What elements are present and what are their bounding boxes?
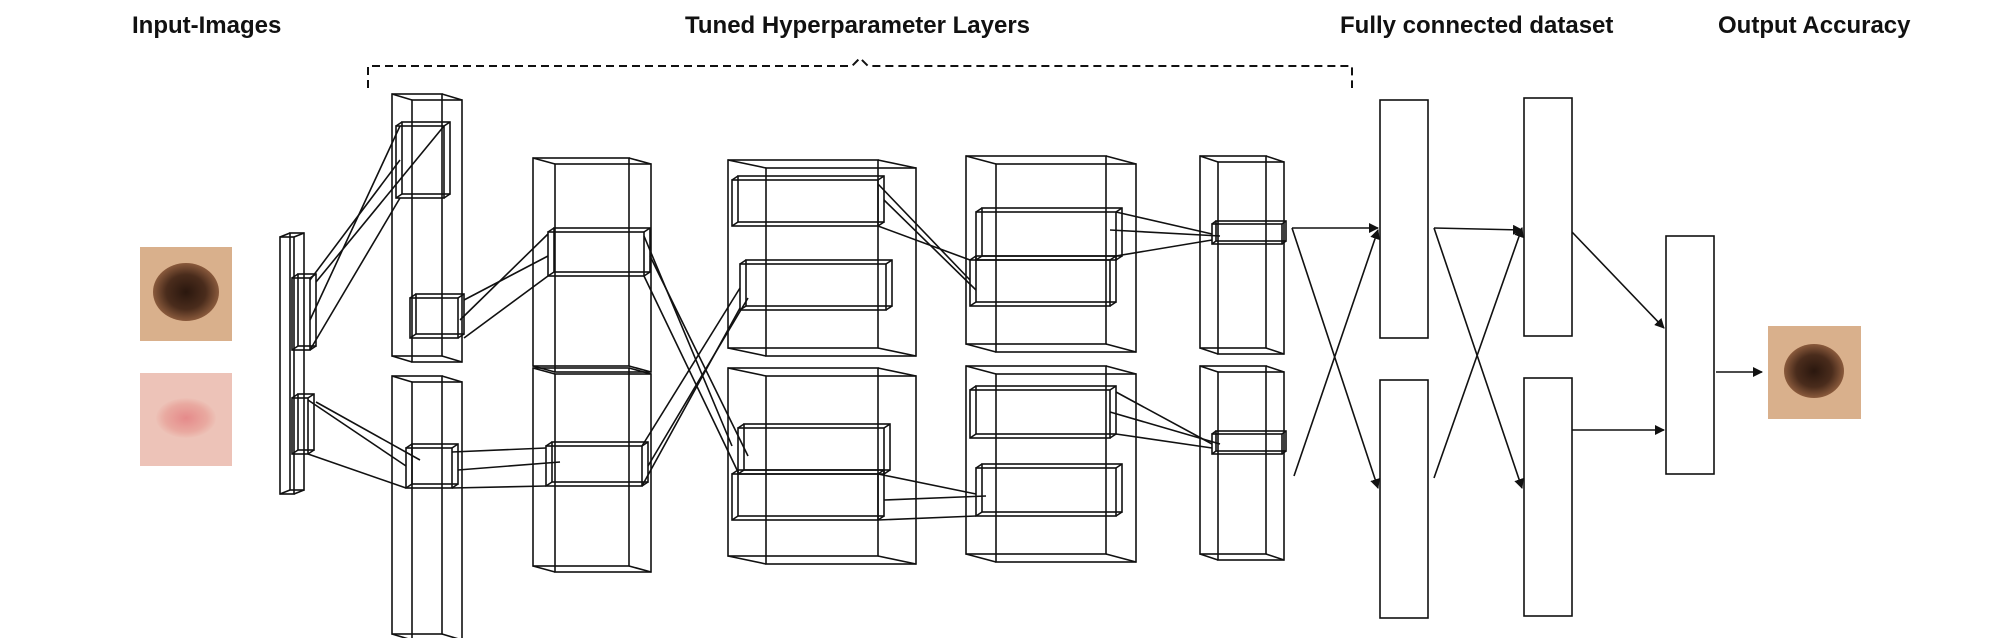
connection-line xyxy=(649,255,749,457)
connection-line xyxy=(1115,433,1213,449)
connection-line xyxy=(307,453,407,489)
conv3-bottom-kernel-b xyxy=(731,469,885,521)
connection-line xyxy=(315,401,421,461)
conv3-bottom-block xyxy=(727,367,917,565)
conv2-top-kernel xyxy=(547,227,651,277)
conv1-top-kernel-a xyxy=(395,121,451,199)
conv5-bottom-kernel xyxy=(1211,430,1287,455)
conv-layers xyxy=(279,93,1287,638)
conv4-top-block xyxy=(965,155,1137,353)
connection-line xyxy=(1109,229,1221,237)
conv2-bottom-kernel xyxy=(545,441,649,487)
fully-connected-layers xyxy=(1379,97,1715,619)
fc3-output-layer xyxy=(1665,235,1715,475)
output-mole-image xyxy=(1768,326,1861,419)
conv5-bottom-block xyxy=(1199,365,1285,561)
connection-line xyxy=(1433,227,1524,479)
conv1-top-kernel-b xyxy=(409,293,465,339)
conv5-top-block xyxy=(1199,155,1285,355)
connection-line xyxy=(647,297,749,467)
connection-line xyxy=(459,233,549,321)
conv4-top-kernel-a xyxy=(975,207,1123,261)
conv4-top-kernel-b xyxy=(969,255,1117,307)
connection-line xyxy=(1115,211,1213,235)
label-tuned-hyperparameter-layers: Tuned Hyperparameter Layers xyxy=(685,12,1031,39)
connection-line xyxy=(877,473,977,495)
label-fully-connected-dataset: Fully connected dataset xyxy=(1340,12,1614,39)
connection-line xyxy=(641,287,741,447)
connection-line xyxy=(463,275,549,339)
connection-line xyxy=(451,447,547,453)
conv4-bottom-kernel-b xyxy=(975,463,1123,517)
fc2-bottom-layer xyxy=(1523,377,1573,617)
connection-line xyxy=(643,235,733,447)
conv4-bottom-kernel-a xyxy=(969,385,1117,439)
connection-line xyxy=(451,485,547,489)
conv3-top-kernel-b xyxy=(739,259,893,311)
connection-line xyxy=(463,255,549,301)
kernel-input-bottom xyxy=(291,393,315,455)
connection-line xyxy=(877,515,977,521)
input-layer xyxy=(279,232,305,495)
fc1-bottom-layer xyxy=(1379,379,1429,619)
connection-line xyxy=(309,197,401,351)
fc2-top-layer xyxy=(1523,97,1573,337)
connection-line xyxy=(1433,227,1524,489)
connection-line xyxy=(883,495,987,501)
dashed-bracket xyxy=(367,56,1353,88)
connection-line xyxy=(1115,239,1213,257)
connection-lines xyxy=(307,125,1763,521)
conv5-top-kernel xyxy=(1211,220,1287,245)
connection-line xyxy=(309,159,401,281)
connection-line xyxy=(1571,231,1665,329)
connection-line xyxy=(877,183,971,281)
connection-line xyxy=(1293,229,1380,477)
conv3-top-block xyxy=(727,159,917,357)
connection-line xyxy=(457,461,561,471)
input-red-lesion-image xyxy=(140,373,232,466)
connection-line xyxy=(883,199,977,291)
conv1-bottom-column xyxy=(391,375,463,638)
fc1-top-layer xyxy=(1379,99,1429,339)
connection-line xyxy=(309,125,401,321)
conv2-bottom-block xyxy=(532,367,652,573)
label-input-images: Input-Images xyxy=(132,12,282,39)
connection-line xyxy=(307,399,407,467)
conv3-bottom-kernel-a xyxy=(737,423,891,475)
conv3-top-kernel-a xyxy=(731,175,885,227)
conv1-top-column xyxy=(391,93,463,363)
input-mole-image xyxy=(140,247,232,341)
connection-line xyxy=(315,125,445,283)
conv2-top-block xyxy=(532,157,652,373)
connection-line xyxy=(877,225,971,261)
label-output-accuracy: Output Accuracy xyxy=(1718,12,1911,39)
conv1-bottom-kernel xyxy=(405,443,459,489)
connection-line xyxy=(643,275,739,473)
connection-line xyxy=(1115,391,1213,445)
connection-line xyxy=(1109,411,1221,445)
connection-line xyxy=(1433,224,1523,235)
